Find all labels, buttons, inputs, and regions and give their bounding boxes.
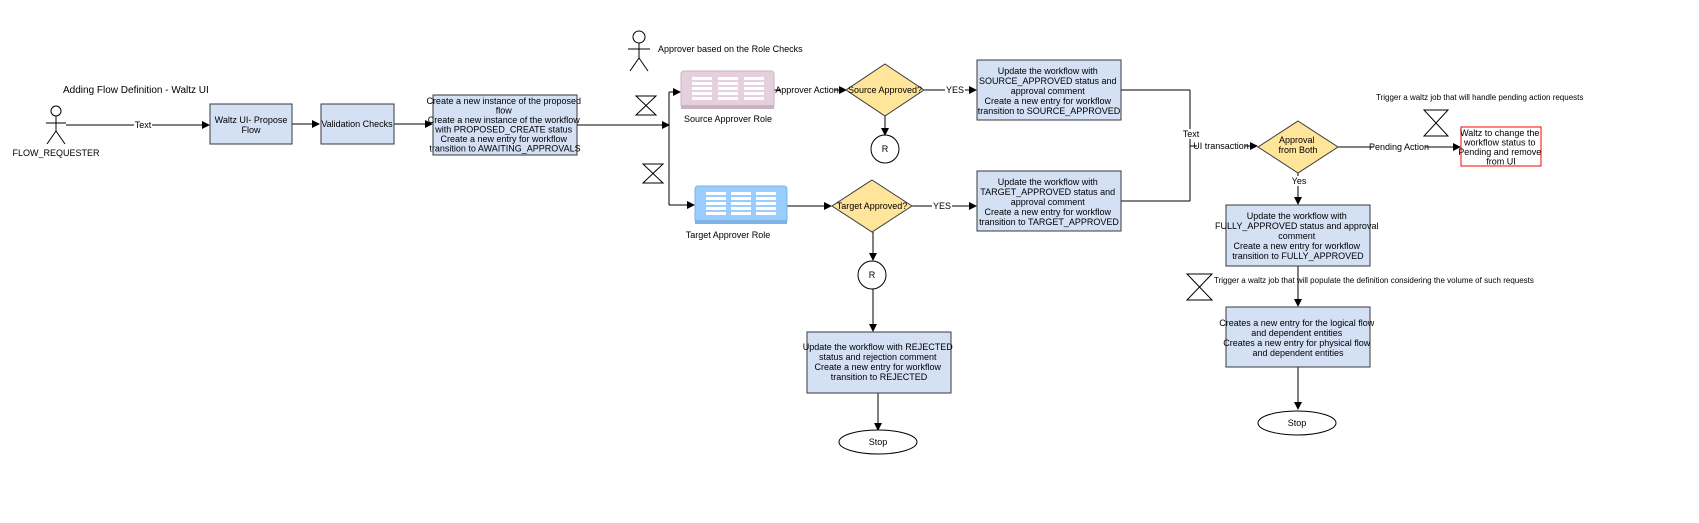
create-line-1: Create a new instance of the proposed: [426, 96, 581, 106]
approver-label: Approver based on the Role Checks: [658, 44, 803, 54]
edge-label-both-yes: Yes: [1292, 176, 1307, 186]
pending-line-1: Waltz to change the: [1460, 128, 1539, 138]
source-update-line-4: Create a new entry for workflow: [984, 96, 1111, 106]
approver-actor: [628, 30, 650, 72]
svg-text:Update the workflow with: Update the workflow with FULLY_APPROVED …: [1215, 211, 1381, 261]
trigger-populate-note: Trigger a waltz job that will populate t…: [1214, 276, 1534, 285]
edge-label-ui-transaction: UI transaction: [1193, 141, 1249, 151]
target-approver-role-icon: [694, 185, 788, 224]
ref-r1-label: R: [882, 144, 889, 154]
fully-update-line-1: Update the workflow with: [1247, 211, 1347, 221]
hourglass-icon: [641, 163, 665, 184]
logical-line-3: Creates a new entry for physical flow: [1223, 338, 1371, 348]
target-update-line-3: approval comment: [1011, 197, 1086, 207]
source-update-line-5: transition to SOURCE_APPROVED: [978, 106, 1121, 116]
fully-update-line-3: comment: [1278, 231, 1316, 241]
hourglass-icon: [634, 95, 658, 116]
source-update-line-1: Update the workflow with: [998, 66, 1098, 76]
fully-update-line-2: FULLY_APPROVED status and approval: [1215, 221, 1378, 231]
fully-approved-update-box: Update the workflow with FULLY_APPROVED …: [1215, 204, 1381, 267]
source-approver-role-label: Source Approver Role: [684, 114, 772, 124]
source-update-line-2: SOURCE_APPROVED status and: [979, 76, 1117, 86]
create-line-6: transition to AWAITING_APPROVALS: [429, 144, 580, 154]
trigger-pending-note: Trigger a waltz job that will handle pen…: [1376, 93, 1583, 102]
flow-requester-label: FLOW_REQUESTER: [12, 148, 100, 158]
hourglass-icon: [1422, 109, 1450, 137]
validation-label: Validation Checks: [321, 119, 393, 129]
both-decision-line-1: Approval: [1279, 135, 1315, 145]
svg-text:Approval from Both: Approval from Both: [1278, 135, 1317, 155]
target-update-line-4: Create a new entry for workflow: [984, 207, 1111, 217]
connector-ref-r2: R: [857, 260, 887, 290]
create-line-5: Create a new entry for workflow: [440, 134, 567, 144]
rejected-line-4: transition to REJECTED: [831, 372, 928, 382]
rejected-update-box: Update the workflow with REJECTED status…: [803, 331, 956, 394]
flow-requester-actor: [46, 105, 66, 145]
source-decision-label: Source Approved?: [848, 85, 922, 95]
target-approved-update-box: Update the workflow with TARGET_APPROVED…: [976, 170, 1122, 232]
connector-ref-r1: R: [870, 134, 900, 164]
target-update-line-2: TARGET_APPROVED status and: [980, 187, 1115, 197]
stop1-label: Stop: [869, 437, 888, 447]
svg-text:Update the workflow with: Update the workflow with TARGET_APPROVED…: [979, 177, 1119, 227]
propose-line-1: Waltz UI- Propose: [215, 115, 288, 125]
both-decision-line-2: from Both: [1278, 145, 1317, 155]
edge-label-source-yes: YES: [946, 85, 964, 95]
logical-line-4: and dependent entities: [1252, 348, 1344, 358]
pending-line-3: Pending and remove: [1458, 147, 1541, 157]
logical-line-1: Creates a new entry for the logical flow: [1219, 318, 1375, 328]
create-instance-box: Create a new instance of the proposed fl…: [426, 94, 583, 156]
edge-label-requester: Text: [135, 120, 152, 130]
source-update-line-3: approval comment: [1011, 86, 1086, 96]
target-decision-label: Target Approved?: [837, 201, 908, 211]
target-approved-decision: Target Approved?: [831, 179, 913, 233]
create-line-4: with PROPOSED_CREATE status: [434, 125, 572, 135]
logical-line-2: and dependent entities: [1251, 328, 1343, 338]
source-approver-role-icon: [680, 70, 775, 109]
edge-label-pending-action: Pending Action: [1369, 142, 1429, 152]
edge-label-target-yes: YES: [933, 201, 951, 211]
edge-label-text-join: Text: [1183, 129, 1200, 139]
pending-line-4: from UI: [1486, 157, 1516, 167]
svg-text:Update the workflow with: Update the workflow with SOURCE_APPROVED…: [978, 66, 1121, 116]
svg-text:Creates a new entry for the l: Creates a new entry for the logical flow…: [1219, 318, 1377, 358]
svg-text:Create a new instance of the: Create a new instance of the proposed fl…: [426, 96, 583, 154]
rejected-line-1: Update the workflow with REJECTED: [803, 342, 954, 352]
create-line-3: Create a new instance of the workflow: [428, 115, 581, 125]
logical-flow-box: Creates a new entry for the logical flow…: [1219, 306, 1377, 368]
fully-update-line-4: Create a new entry for workflow: [1233, 241, 1360, 251]
stop-terminal-approved: Stop: [1257, 410, 1337, 436]
hourglass-icon: [1185, 273, 1214, 301]
approval-both-decision: Approval from Both: [1257, 120, 1339, 174]
edge-label-approver-action: Approver Action: [775, 85, 839, 95]
target-update-line-1: Update the workflow with: [998, 177, 1098, 187]
source-approved-decision: Source Approved?: [845, 63, 925, 117]
pending-line-2: workflow status to: [1463, 138, 1536, 148]
diagram-title: Adding Flow Definition - Waltz UI: [63, 85, 209, 96]
propose-line-2: Flow: [241, 125, 261, 135]
create-line-2: flow: [496, 106, 513, 116]
source-approved-update-box: Update the workflow with SOURCE_APPROVED…: [976, 59, 1122, 121]
rejected-line-3: Create a new entry for workflow: [814, 362, 941, 372]
stop-terminal-rejected: Stop: [838, 429, 918, 455]
svg-text:Update the workflow with REJEC: Update the workflow with REJECTED status…: [803, 342, 956, 382]
svg-text:Waltz to change the work: Waltz to change the workflow status to P…: [1458, 128, 1544, 167]
rejected-line-2: status and rejection comment: [819, 352, 937, 362]
target-update-line-5: transition to TARGET_APPROVED: [979, 217, 1119, 227]
target-approver-role-label: Target Approver Role: [686, 230, 771, 240]
pending-status-box: Waltz to change the workflow status to P…: [1458, 126, 1544, 167]
stop2-label: Stop: [1288, 418, 1307, 428]
validation-checks-box: Validation Checks: [320, 103, 395, 145]
ref-r2-label: R: [869, 270, 876, 280]
fully-update-line-5: transition to FULLY_APPROVED: [1232, 251, 1364, 261]
